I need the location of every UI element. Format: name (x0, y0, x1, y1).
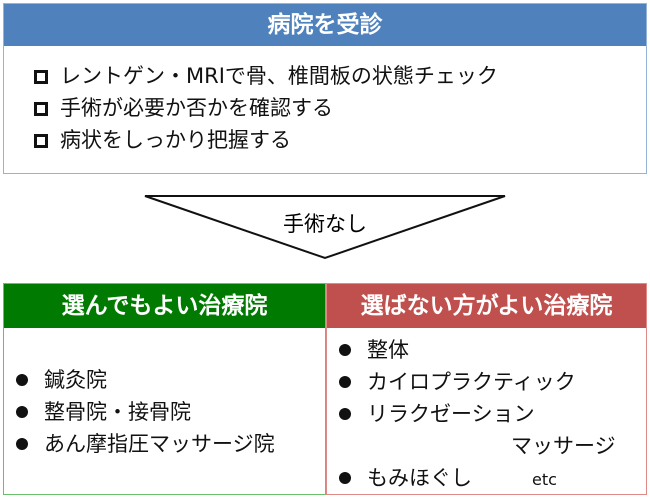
bullet-icon (339, 344, 351, 356)
check-item-label: 病状をしっかり把握する (60, 128, 291, 152)
bullet-icon (339, 408, 351, 420)
check-item-label: レントゲン・MRIで骨、椎間板の状態チェック (60, 64, 498, 88)
list-item: カイロプラクティック (339, 366, 646, 398)
list-item: あん摩指圧マッサージ院 (16, 428, 325, 460)
list-item-continuation: マッサージ (511, 434, 616, 458)
checkbox-icon (34, 134, 48, 148)
not-recommended-clinics-box: 選ばない方がよい治療院 整体 カイロプラクティック リラクゼーション マッサージ… (326, 283, 647, 495)
list-item-label: カイロプラクティック (367, 370, 576, 394)
check-item-label: 手術が必要か否かを確認する (60, 96, 333, 120)
hospital-visit-box: 病院を受診 レントゲン・MRIで骨、椎間板の状態チェック 手術が必要か否かを確認… (3, 3, 647, 174)
list-item: 整骨院・接骨院 (16, 396, 325, 428)
bullet-icon (339, 472, 351, 484)
bullet-icon (16, 406, 28, 418)
list-item: もみほぐし etc (339, 462, 646, 496)
bullet-icon (16, 438, 28, 450)
etc-label: etc (532, 470, 557, 489)
list-item: 整体 (339, 334, 646, 366)
bullet-icon (339, 376, 351, 388)
list-item-label: リラクゼーション (367, 402, 535, 426)
bullet-icon (16, 374, 28, 386)
checkbox-icon (34, 102, 48, 116)
check-item: 病状をしっかり把握する (34, 124, 646, 156)
list-item-label: あん摩指圧マッサージ院 (44, 432, 275, 456)
list-item: 鍼灸院 (16, 364, 325, 396)
check-item: レントゲン・MRIで骨、椎間板の状態チェック (34, 60, 646, 92)
recommended-clinics-title: 選んでもよい治療院 (4, 284, 325, 328)
list-item: リラクゼーション (339, 398, 646, 430)
recommended-clinics-box: 選んでもよい治療院 鍼灸院 整骨院・接骨院 あん摩指圧マッサージ院 (3, 283, 326, 495)
arrow-label: 手術なし (270, 210, 380, 238)
list-item-label: 整体 (367, 338, 409, 362)
list-item-label: 整骨院・接骨院 (44, 400, 191, 424)
checkbox-icon (34, 70, 48, 84)
down-arrow-icon (144, 195, 506, 260)
hospital-visit-title: 病院を受診 (4, 4, 646, 46)
list-item-label: 鍼灸院 (44, 368, 107, 392)
check-item: 手術が必要か否かを確認する (34, 92, 646, 124)
list-item-label: もみほぐし (367, 466, 472, 490)
not-recommended-clinics-title: 選ばない方がよい治療院 (327, 284, 646, 328)
